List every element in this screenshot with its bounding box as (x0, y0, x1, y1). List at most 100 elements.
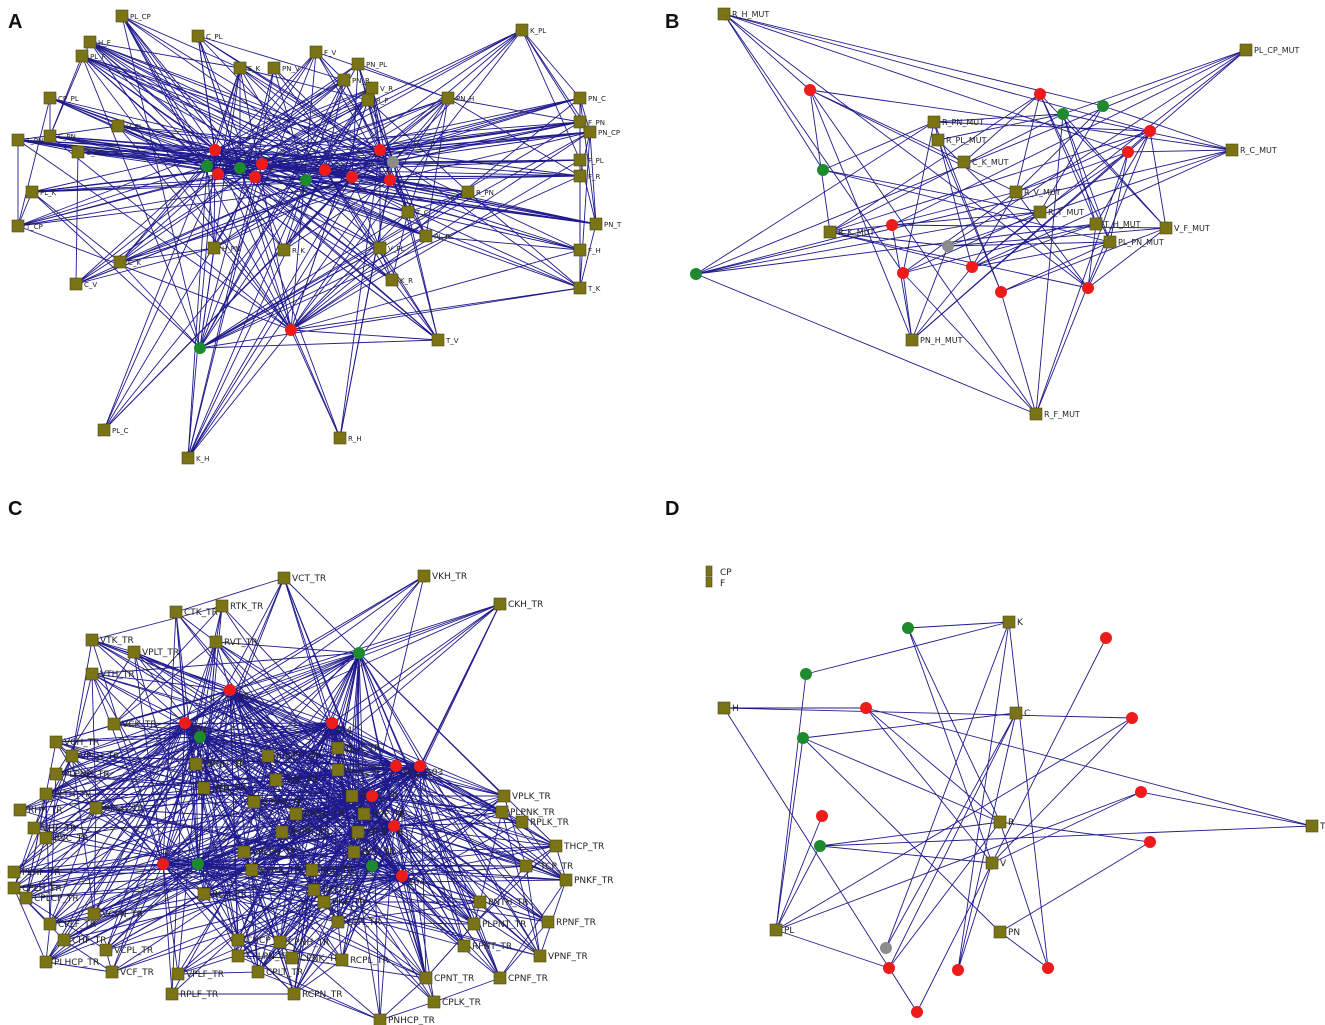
edge (295, 747, 339, 815)
node-pl-f (75, 49, 89, 63)
edge (237, 695, 373, 867)
edge (357, 771, 427, 833)
edge (775, 791, 1142, 931)
node-label-c-k-mut: C_K_MUT (972, 158, 1009, 167)
panel-b-edges (695, 12, 1247, 415)
node-label-h-f: H_F (98, 39, 111, 47)
edge (829, 230, 1089, 289)
edge (203, 641, 217, 789)
edge (579, 131, 591, 289)
node-vpnf-tr (533, 949, 547, 963)
node-label-f-r: F_R (588, 173, 601, 181)
edge (805, 620, 1010, 675)
node-label-rpnt-tr: RPNT_TR (472, 942, 512, 952)
edge (237, 695, 395, 827)
node-vplf-tr (171, 967, 185, 981)
node-r-h (333, 431, 347, 445)
edge (117, 123, 394, 163)
red-circle-node (326, 717, 338, 729)
node-rpnf-tr (541, 915, 555, 929)
edge (290, 329, 439, 343)
edge (197, 603, 501, 865)
node-label-pn-cp: PN_CP (598, 129, 620, 137)
node-label-t: T (1319, 822, 1325, 832)
node-label-cp: CP (720, 568, 732, 578)
node-label-k-r: K_R (400, 277, 413, 285)
node-label-h-pl: H_PL (126, 123, 143, 131)
edge (379, 247, 439, 341)
node-label-114: 114 (335, 726, 352, 736)
edge (338, 179, 391, 439)
edge (695, 210, 1041, 275)
edge (49, 96, 391, 181)
node-label-plhf-tr: PLHF_TR (22, 868, 61, 878)
panel-letter: B (665, 11, 679, 33)
red-circle-node (366, 790, 378, 802)
edge (196, 35, 292, 331)
edge (911, 266, 973, 341)
edge (971, 49, 1247, 268)
node-chcp-tr (231, 933, 245, 947)
edge (291, 957, 427, 979)
node-label-rvc-tr: RVC_TR (54, 834, 88, 844)
edge (275, 779, 365, 815)
node-rplpn-tr (261, 749, 275, 763)
node-k (1002, 615, 1016, 629)
node-vct-tr (277, 571, 291, 585)
edge (282, 179, 307, 251)
node-rvf-tr (357, 807, 371, 821)
edge (17, 179, 391, 229)
edge (907, 627, 1001, 823)
node-rvk-tr (269, 773, 283, 787)
edge (254, 176, 285, 251)
node-cplpn-tr (231, 949, 245, 963)
edge (1015, 130, 1151, 193)
edge (91, 673, 164, 865)
node-label-r-k: R_K (292, 247, 305, 255)
node-c-pn (43, 129, 57, 143)
edge (49, 133, 391, 181)
edge (75, 151, 79, 285)
edge (71, 755, 95, 915)
edge (393, 825, 557, 849)
node-label-vck-tr: VCK_TR (122, 720, 157, 730)
red-circle-node (995, 286, 1007, 298)
edge (237, 695, 255, 803)
edge (89, 41, 307, 181)
edge (55, 773, 205, 789)
edge (499, 879, 567, 979)
node-label-plpnt-tr: PLPNT_TR (482, 920, 526, 930)
edge (370, 87, 391, 181)
node-label-rch-tr: RCH_TR (212, 890, 247, 900)
edge (206, 165, 439, 341)
edge (229, 602, 501, 691)
node-label-r-k-mut: R_K_MUT (838, 228, 875, 237)
edge (197, 729, 336, 865)
node-rth-tr (197, 781, 211, 795)
edge (407, 211, 439, 341)
red-circle-node (390, 760, 402, 772)
edge (203, 695, 239, 789)
edge (251, 869, 315, 891)
edge (215, 641, 421, 767)
node-label-r-f-mut: R_F_MUT (1044, 410, 1080, 419)
edge (105, 863, 199, 951)
node-t-h-mut (1089, 217, 1103, 231)
edge (1102, 105, 1233, 151)
edge (89, 41, 326, 171)
node-label-f-k: F_K (248, 65, 261, 73)
edge (337, 921, 475, 925)
edge (723, 707, 918, 1013)
node-label-pn-t: PN_T (604, 221, 622, 229)
panel-letter: A (8, 11, 22, 33)
edge (501, 811, 567, 881)
edge (91, 673, 199, 865)
edge (63, 863, 199, 941)
edge (95, 807, 164, 865)
edge (203, 893, 239, 941)
node-vcf-tr (105, 965, 119, 979)
edge (203, 779, 277, 895)
edge (49, 875, 403, 927)
edge (13, 736, 201, 873)
